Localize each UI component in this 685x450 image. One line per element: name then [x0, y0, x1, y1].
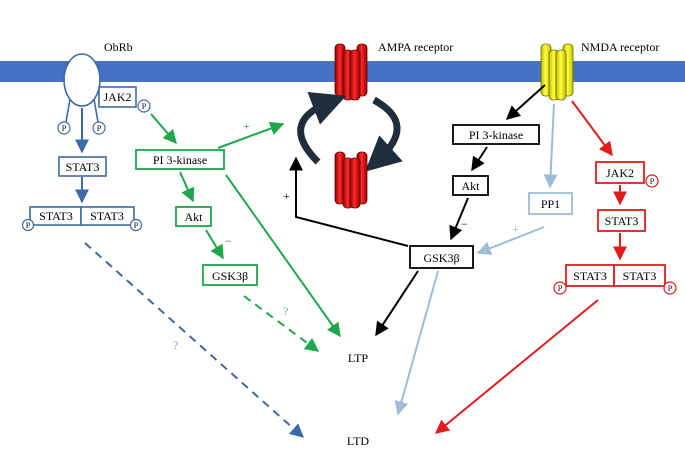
- plus-black: +: [283, 189, 290, 203]
- arrow-jak2-to-pi3k-green: [150, 113, 177, 145]
- gsk3b-green-label: GSK3β: [212, 269, 248, 283]
- plus-green: +: [243, 119, 250, 133]
- stat3-dimer-left-a: STAT3: [39, 209, 73, 223]
- plus-pp1: +: [512, 222, 519, 236]
- phospho-label: P: [26, 221, 31, 230]
- stat3-dimer-red-a: STAT3: [573, 269, 607, 283]
- gsk3b-black-node: GSK3β: [409, 245, 474, 269]
- arrow-nmda-to-jak2-red: [571, 100, 613, 157]
- arrow-gsk3b-to-ltp-green: [243, 295, 320, 352]
- pp1-label: PP1: [541, 197, 560, 211]
- stat3-dimer-red: STAT3 STAT3 P P: [553, 264, 677, 295]
- arrow-nmda-to-pp1: [543, 103, 558, 189]
- stat3-dimer-left-b: STAT3: [90, 209, 124, 223]
- jak2-left-node: JAK2 P: [98, 86, 151, 113]
- gsk3b-black-label: GSK3β: [423, 251, 459, 265]
- phospho-label: P: [668, 284, 673, 293]
- akt-black-node: Akt: [452, 175, 489, 196]
- stat3-dimer-left: STAT3 STAT3 P P: [21, 206, 143, 232]
- question-green: ?: [283, 304, 288, 318]
- ltp-label: LTP: [348, 351, 369, 365]
- phospho-label: P: [650, 177, 655, 186]
- ampa-receptor-membrane: AMPA receptor: [334, 40, 453, 101]
- question-left: ?: [173, 338, 178, 352]
- stat3-red-node: STAT3: [597, 209, 646, 232]
- pp1-node: PP1: [528, 192, 573, 215]
- arrow-gsk3b-to-ampa-black: [289, 156, 409, 247]
- phospho-label: P: [97, 124, 102, 133]
- ampa-receptor-internal: [334, 151, 368, 209]
- nmda-label: NMDA receptor: [581, 40, 659, 54]
- pi3k-green-node: PI 3-kinase: [135, 149, 225, 170]
- arrow-pi3k-to-akt-green: [179, 171, 195, 203]
- obrb-receptor: ObRb: [63, 40, 133, 123]
- cycle-arrow-right-icon: [364, 96, 403, 172]
- nmda-receptor: NMDA receptor: [540, 40, 659, 101]
- pi3k-green-label: PI 3-kinase: [153, 153, 207, 167]
- phospho-label: P: [134, 221, 139, 230]
- akt-green-node: Akt: [175, 206, 212, 227]
- phospho-label: P: [62, 124, 67, 133]
- arrow-gsk3b-to-ltp-black: [375, 270, 419, 337]
- akt-green-label: Akt: [185, 210, 204, 224]
- pi3k-black-node: PI 3-kinase: [452, 124, 540, 145]
- arrow-gsk3b-to-ltd-lightblue: [394, 270, 439, 416]
- obrb-label: ObRb: [104, 40, 133, 54]
- gsk3b-green-node: GSK3β: [202, 264, 258, 286]
- ltd-label: LTD: [347, 434, 370, 448]
- minus-green: −: [225, 234, 232, 248]
- pi3k-black-label: PI 3-kinase: [469, 128, 523, 142]
- arrow-pi3k-to-ltp-green: [225, 174, 341, 338]
- obrb-phospho-right: P: [92, 121, 106, 135]
- ampa-label: AMPA receptor: [378, 40, 453, 54]
- arrow-dimer-to-ltd-red: [434, 299, 599, 434]
- phospho-label: P: [142, 102, 147, 111]
- stat3-left-node: STAT3: [58, 156, 107, 177]
- minus-black: −: [461, 217, 468, 231]
- jak2-red-node: JAK2 P: [595, 161, 659, 188]
- jak2-red-label: JAK2: [606, 166, 634, 180]
- arrow-pi3k-to-ampa-green: [217, 121, 285, 149]
- arrow-nmda-to-pi3k-black: [505, 84, 546, 120]
- obrb-phospho-left: P: [57, 121, 71, 135]
- phospho-label: P: [558, 284, 563, 293]
- arrow-akt-to-gsk3b-black: [449, 197, 469, 241]
- stat3-left-label: STAT3: [66, 160, 100, 174]
- arrow-akt-to-gsk3b-green: [205, 229, 224, 260]
- arrow-pp1-to-gsk3b: [476, 226, 545, 255]
- akt-black-label: Akt: [462, 179, 481, 193]
- stat3-red-label: STAT3: [605, 214, 639, 228]
- arrow-stat3-dimer-to-ltd: [84, 242, 305, 438]
- arrow-pi3k-to-akt-black: [471, 146, 488, 172]
- cycle-arrow-left-icon: [297, 91, 347, 165]
- stat3-dimer-red-b: STAT3: [623, 269, 657, 283]
- jak2-left-label: JAK2: [103, 90, 131, 104]
